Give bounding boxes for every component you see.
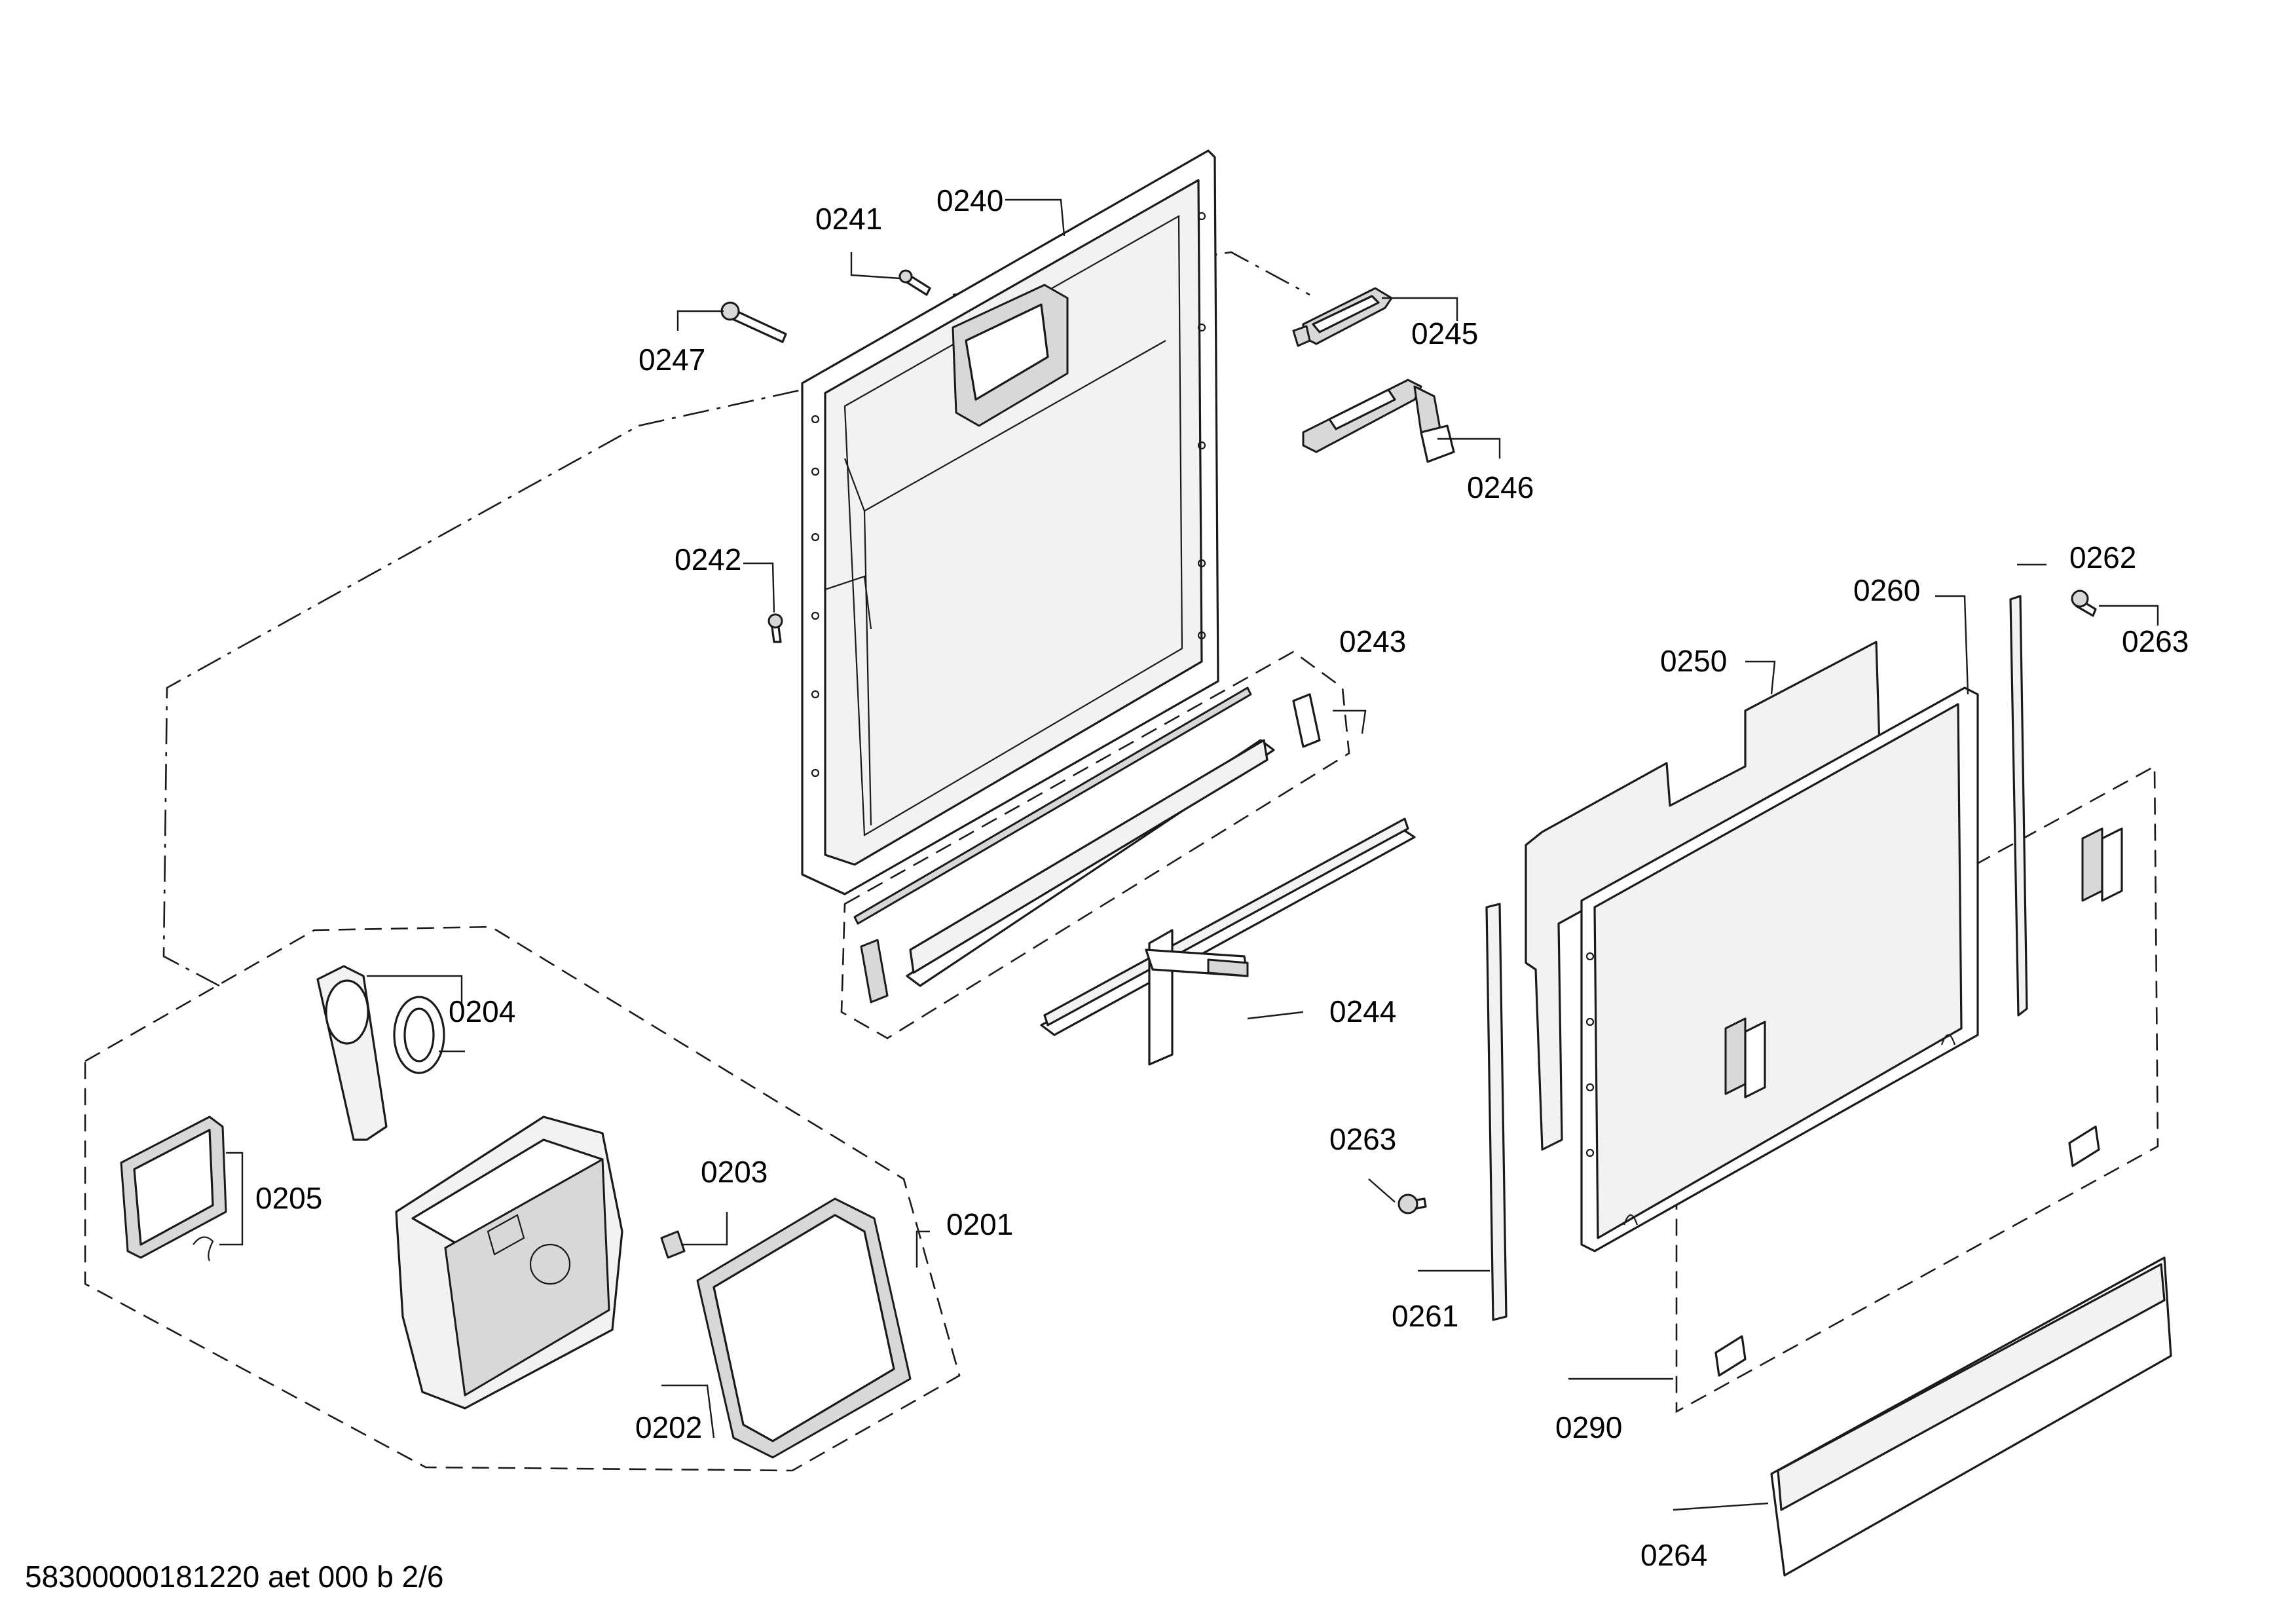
label-0241: 0241	[815, 202, 882, 236]
label-0243: 0243	[1339, 624, 1406, 658]
side-strip-0262	[2009, 595, 2028, 1017]
label-0245: 0245	[1411, 316, 1478, 350]
label-0263-top: 0263	[2122, 624, 2189, 658]
brackets-0290	[1714, 827, 2123, 1377]
screw-0241	[898, 269, 931, 296]
label-0250: 0250	[1660, 644, 1727, 678]
label-0244: 0244	[1329, 994, 1396, 1028]
label-0203: 0203	[701, 1155, 768, 1189]
label-0290: 0290	[1555, 1410, 1622, 1444]
label-0262: 0262	[2069, 540, 2136, 574]
control-module-0205	[120, 1116, 227, 1262]
label-0242: 0242	[675, 542, 741, 576]
outer-door-panel-0260	[1580, 686, 1979, 1252]
screw-0263-top	[2071, 590, 2097, 617]
side-strip-0261	[1485, 903, 1508, 1321]
handle-bracket-0204	[316, 965, 445, 1141]
label-0240: 0240	[936, 183, 1003, 217]
screw-0247	[720, 301, 787, 343]
part-labels: 0240 0241 0247 0245 0246 0242 0243 0244 …	[255, 183, 2189, 1572]
label-0202: 0202	[635, 1410, 702, 1444]
inner-door-panel	[801, 149, 1219, 895]
label-0205: 0205	[255, 1181, 322, 1215]
kick-panel-0264	[1770, 1256, 2172, 1577]
group-outline-0201	[84, 926, 961, 1472]
dispenser-housing	[395, 1116, 623, 1410]
latch-0245	[1292, 287, 1393, 347]
label-0264: 0264	[1640, 1538, 1707, 1572]
document-reference: 58300000181220 aet 000 b 2/6	[25, 1560, 444, 1594]
label-0260: 0260	[1853, 573, 1920, 607]
latch-0246	[1302, 379, 1455, 463]
label-0247: 0247	[639, 343, 705, 377]
small-part-0203	[660, 1230, 686, 1259]
label-0263-bottom: 0263	[1329, 1122, 1396, 1156]
assembly-line-0201-to-0240	[162, 388, 803, 987]
label-0201: 0201	[946, 1207, 1013, 1241]
group-outline-0243	[840, 650, 1350, 1040]
label-0246: 0246	[1467, 470, 1534, 504]
door-gasket-frame-0202	[696, 1197, 912, 1459]
screw-0263-bottom	[1398, 1193, 1427, 1214]
group-outline-0290	[1675, 764, 2159, 1414]
label-0204: 0204	[449, 994, 515, 1028]
label-0261: 0261	[1392, 1299, 1458, 1333]
leader-lines	[219, 198, 2159, 1511]
screw-0242	[768, 613, 783, 643]
hinge-strip-0243	[853, 686, 1321, 1004]
rail-0244	[1040, 817, 1416, 1066]
